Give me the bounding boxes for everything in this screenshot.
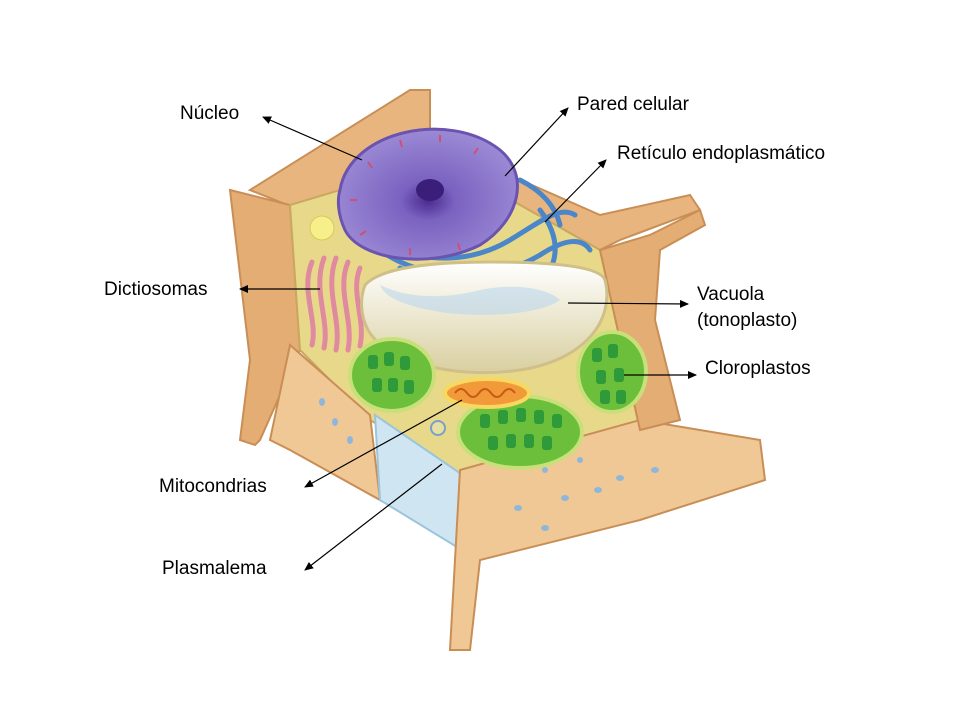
nuclear-pores [350,135,479,255]
cell-wall-front-right [448,418,767,651]
label-cloroplastos: Cloroplastos [705,358,811,379]
vesicle [309,215,335,241]
vacuole [360,260,609,375]
arrow-plasmalema [304,463,443,571]
small-organelle [430,420,446,436]
nucleolus [416,179,444,201]
label-vacuola: Vacuola (tonoplasto) [697,282,797,333]
arrow-nucleo [262,116,363,161]
cell-illustration [228,89,767,651]
label-vacuola-line1: Vacuola [697,284,765,305]
label-vacuola-line2: (tonoplasto) [697,309,798,331]
label-dictiosomas: Dictiosomas [104,279,208,300]
label-plasmalema: Plasmalema [162,558,267,579]
golgi-apparatus [305,255,364,353]
arrow-pared-celular [504,107,569,177]
chloroplast-right [576,330,648,414]
label-reticulo: Retículo endoplasmático [617,143,826,164]
arrow-mitocondrias [304,399,463,488]
arrow-vacuola [567,299,689,308]
label-pared-celular: Pared celular [577,94,689,115]
label-mitocondrias: Mitocondrias [159,476,267,497]
arrow-reticulo [544,159,607,223]
wall-pits [319,398,659,531]
chloroplast-left [348,337,436,413]
vacuole-cytoplasm-blob [380,285,560,315]
cell-wall-right [598,208,707,432]
nucleus [336,127,519,261]
annotation-arrows [239,107,697,571]
mitochondrion [443,377,531,409]
label-nucleo: Núcleo [180,103,240,124]
